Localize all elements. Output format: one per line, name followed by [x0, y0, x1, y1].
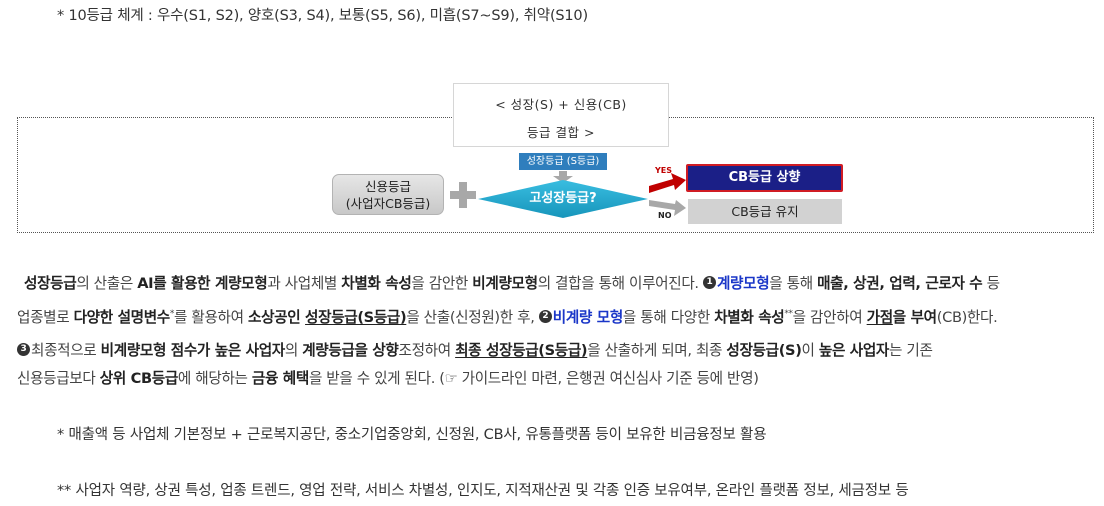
- credit-grade-label: 신용등급: [364, 179, 411, 194]
- decision-label: 고성장등급?: [529, 191, 597, 206]
- yes-arrow-icon: [649, 173, 686, 193]
- footnote-2: ** 사업자 역량, 상권 특성, 업종 트렌드, 영업 전략, 서비스 차별성…: [57, 483, 909, 499]
- credit-grade-sublabel: (사업자CB등급): [345, 196, 431, 211]
- plus-icon: [450, 182, 476, 208]
- term-nonquant-model: 비계량 모형: [552, 309, 623, 326]
- diagram-caption: < 성장(S) + 신용(CB) 등급 결합 >: [453, 83, 669, 147]
- cb-grade-keep-box: CB등급 유지: [688, 199, 842, 224]
- paragraph-line-1: 성장등급의 산출은 AI를 활용한 계량모형과 사업체별 차별화 속성을 감안한…: [24, 275, 1000, 292]
- cb-grade-up-box: CB등급 상향: [686, 164, 843, 192]
- yes-label: YES: [655, 166, 673, 175]
- credit-grade-box: 신용등급 (사업자CB등급): [332, 174, 444, 215]
- growth-grade-tag: 성장등급 (S등급): [519, 153, 607, 170]
- circled-number-2: 2: [538, 310, 552, 323]
- decision-diamond: [478, 180, 648, 218]
- grade-system-note: * 10등급 체계 : 우수(S1, S2), 양호(S3, S4), 보통(S…: [57, 8, 588, 24]
- paragraph-line-2: 업종별로 다양한 설명변수*를 활용하여 소상공인 성장등급(S등급)을 산출(…: [17, 309, 998, 326]
- paragraph-line-4: 신용등급보다 상위 CB등급에 해당하는 금융 혜택을 받을 수 있게 된다. …: [17, 370, 759, 387]
- footnote-1: * 매출액 등 사업체 기본정보 + 근로복지공단, 중소기업중앙회, 신정원,…: [57, 427, 767, 443]
- no-label: NO: [658, 211, 672, 220]
- down-arrow-icon: [553, 171, 573, 183]
- caption-line-2: 등급 결합 >: [527, 125, 595, 140]
- no-arrow-icon: [649, 200, 686, 216]
- caption-line-1: < 성장(S) + 신용(CB): [495, 97, 627, 112]
- term-growth-grade: 성장등급: [24, 275, 77, 292]
- circled-number-3: 3: [17, 343, 30, 356]
- circled-number-1: 1: [702, 276, 716, 289]
- term-quant-model: 계량모형: [716, 275, 770, 292]
